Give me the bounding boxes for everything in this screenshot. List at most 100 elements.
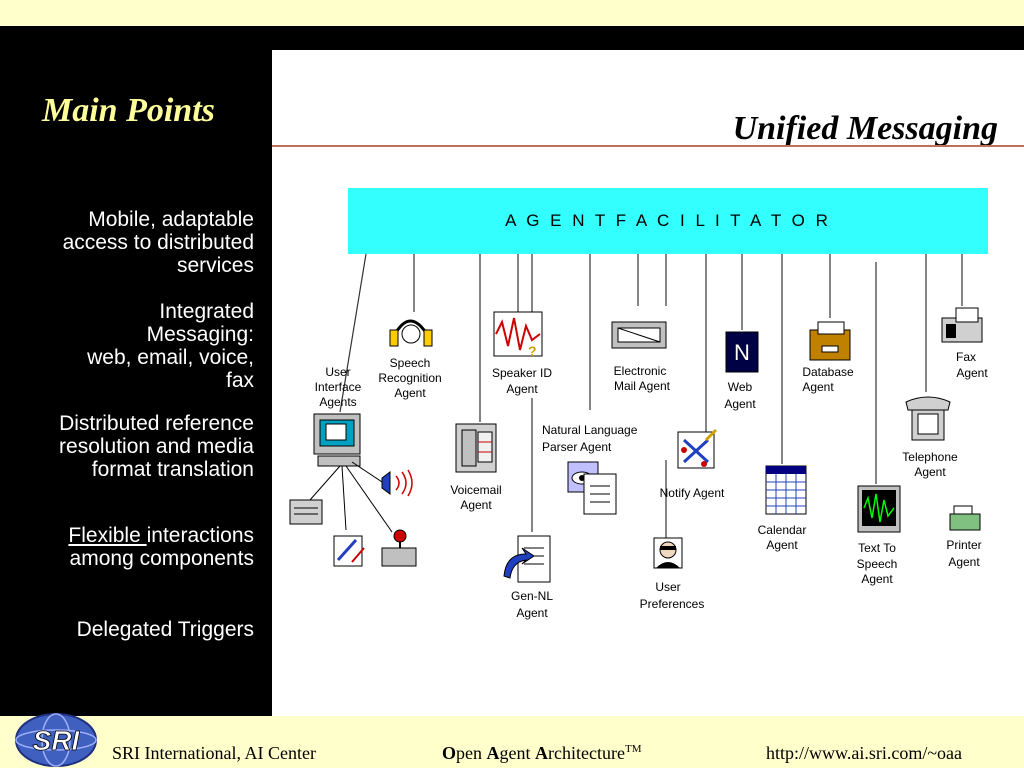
speaker-icon — [381, 469, 413, 497]
point-line: fax — [225, 369, 254, 392]
telephone-icon — [905, 396, 951, 441]
voicemail-label: Voicemail Agent — [450, 483, 501, 512]
web-browser-icon: N — [725, 331, 759, 373]
fax-icon — [941, 307, 983, 343]
point-distributed-reference: Distributed reference resolution and med… — [59, 412, 254, 481]
tts-label: Text To Speech Agent — [857, 541, 898, 586]
label-line: Speaker ID — [492, 366, 552, 380]
point-line: Distributed reference — [59, 412, 254, 435]
label-line: Agent — [802, 380, 834, 394]
logo-text: SRI — [33, 725, 81, 756]
flexible-link[interactable]: Flexible — [68, 524, 147, 547]
oaa-part: gent — [499, 743, 536, 763]
label-line: Electronic — [614, 364, 667, 378]
label-line: Interface — [315, 380, 362, 394]
label-line: Agent — [948, 555, 980, 569]
user-interface-agents-label: User Interface Agents — [315, 365, 362, 409]
point-line: format translation — [91, 458, 254, 481]
label-line: Speech — [390, 356, 431, 370]
label-line: Fax — [956, 350, 976, 364]
label-line: Gen-NL — [511, 589, 553, 603]
joystick-icon — [381, 529, 417, 567]
point-mobile-access: Mobile, adaptable access to distributed … — [63, 208, 254, 277]
web-agent-label: Web Agent — [724, 380, 756, 411]
label-line: Preferences — [640, 597, 705, 611]
oaa-letter: O — [442, 743, 457, 763]
label-line: Telephone — [902, 450, 958, 464]
parser-document-icon — [567, 461, 617, 515]
point-line: among components — [69, 547, 254, 570]
voicemail-icon — [455, 423, 497, 473]
point-flexible-interactions: Flexible interactions among components — [68, 524, 254, 570]
fax-label: Fax Agent — [956, 350, 988, 380]
point-line: Mobile, adaptable — [88, 208, 254, 231]
gen-nl-document-icon — [503, 535, 551, 583]
label-line: Voicemail — [450, 483, 501, 497]
trademark: TM — [624, 743, 642, 755]
notify-label: Notify Agent — [660, 486, 725, 500]
label-line: User — [325, 365, 350, 379]
tts-monitor-icon — [857, 485, 901, 533]
telephone-label: Telephone Agent — [902, 450, 958, 479]
label-line: Agent — [516, 606, 548, 620]
label-line: Agent — [394, 386, 426, 400]
connection-lines — [339, 253, 963, 538]
point-line: Flexible interactions — [68, 524, 254, 547]
oaa-letter: A — [535, 743, 549, 763]
footer-url[interactable]: http://www.ai.sri.com/~oaa — [766, 743, 963, 763]
point-integrated-messaging: Integrated Messaging: web, email, voice,… — [87, 300, 254, 392]
user-face-icon — [653, 537, 683, 569]
gen-nl-label: Gen-NL Agent — [511, 589, 553, 620]
ui-device-lines — [309, 461, 393, 533]
facilitator-label: A G E N T F A C I L I T A T O R — [505, 211, 831, 230]
point-line: web, email, voice, — [87, 346, 254, 369]
label-line: Agent — [914, 465, 946, 479]
label-line: Mail Agent — [614, 379, 671, 393]
label-line: Agent — [724, 397, 756, 411]
keyboard-icon — [289, 499, 323, 525]
label-line: Parser Agent — [542, 440, 612, 454]
oaa-part: rchitecture — [548, 743, 625, 763]
label-line: User — [655, 580, 680, 594]
title-rule — [272, 145, 1024, 147]
label-line: Natural Language — [542, 423, 638, 437]
user-preferences-label: User Preferences — [640, 580, 705, 611]
label-line: Agent — [460, 498, 492, 512]
database-label: Database Agent — [802, 365, 854, 394]
label-line: Web — [728, 380, 753, 394]
headphones-icon — [389, 319, 433, 347]
speech-recognition-label: Speech Recognition Agent — [378, 356, 441, 400]
printer-icon — [949, 505, 981, 531]
footer-bar — [0, 716, 1024, 768]
label-line: Agent — [506, 382, 538, 396]
agent-facilitator-bar — [348, 188, 988, 254]
nl-parser-label: Natural Language Parser Agent — [542, 423, 638, 454]
sri-logo: SRI — [15, 713, 97, 767]
label-line: Calendar — [758, 523, 807, 537]
notify-icon — [677, 428, 718, 469]
slide-title: Unified Messaging — [732, 110, 998, 147]
mail-icon — [611, 321, 667, 349]
label-line: Database — [802, 365, 854, 379]
label-line: Speech — [857, 557, 898, 571]
web-glyph: N — [734, 340, 750, 365]
waveform-icon: ? — [493, 311, 543, 359]
label-line: Agent — [956, 366, 988, 380]
point-line: services — [176, 254, 254, 277]
printer-label: Printer Agent — [946, 538, 981, 569]
label-line: Agent — [766, 538, 798, 552]
label-line: Notify Agent — [660, 486, 725, 500]
connector — [339, 253, 367, 413]
calendar-label: Calendar Agent — [758, 523, 807, 552]
oaa-part: pen — [456, 743, 487, 763]
label-line: Agent — [861, 572, 893, 586]
speaker-id-label: Speaker ID Agent — [492, 366, 552, 396]
sidebar-title: Main Points — [42, 92, 215, 129]
database-icon — [809, 321, 851, 361]
point-line: Messaging: — [146, 323, 254, 346]
svg-text:?: ? — [528, 343, 537, 359]
point-line: Integrated — [159, 300, 254, 323]
pen-tablet-icon — [333, 535, 365, 567]
computer-icon — [313, 413, 361, 467]
